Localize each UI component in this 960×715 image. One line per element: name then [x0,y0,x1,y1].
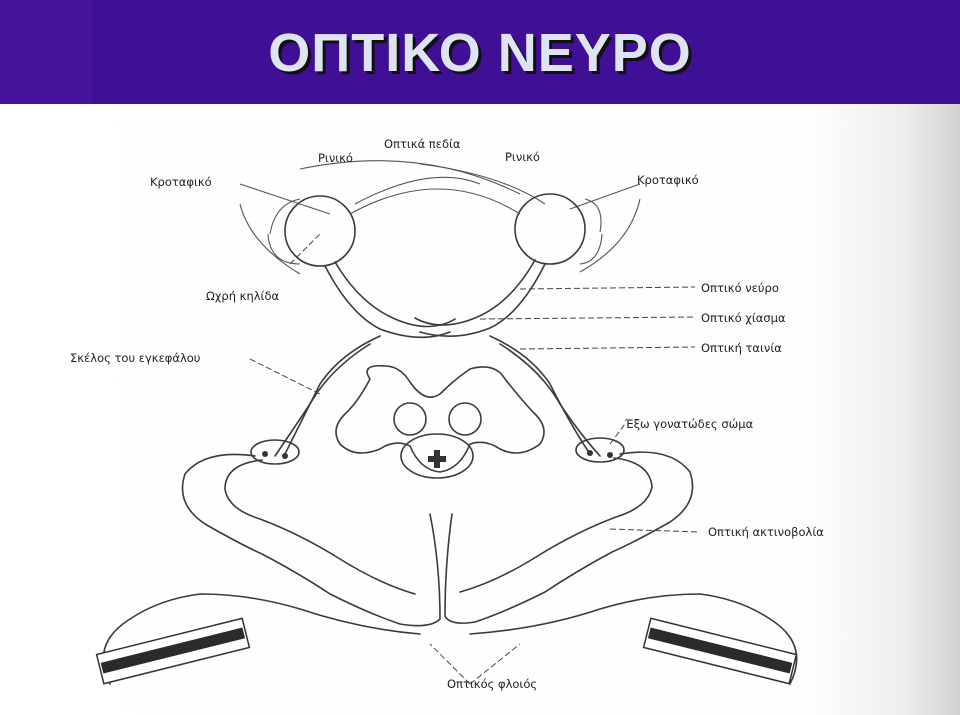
macula-label: Ωχρή κηλίδα [206,289,279,303]
leader-lines [249,233,701,685]
temporal-left-label: Κροταφικό [150,175,212,189]
optic-pathways [274,259,601,457]
lateral-geniculate-left [250,439,300,465]
occipital-lobes [95,593,798,685]
lateral-geniculate-label: Έξω γονατώδες σώμα [624,417,754,431]
optic-nerve-label: Οπτικό νεύρο [701,281,779,295]
optic-radiation [181,451,694,627]
page-title: ΟΠΤΙΚΟ ΝΕΥΡΟ [268,23,692,83]
visual-fields-label: Οπτικά πεδία [384,137,461,151]
visual-cortex-label: Οπτικός φλοιός [447,677,537,691]
left-eye [267,195,356,267]
optic-chiasm-label: Οπτικό χίασμα [701,311,786,325]
optic-radiation-label: Οπτική ακτινοβολία [708,525,824,539]
midbrain [335,364,545,479]
visual-field-lines [239,160,641,215]
title-bar: ΟΠΤΙΚΟ ΝΕΥΡΟ [0,0,960,104]
diagram-background [0,104,960,715]
optic-tract-label: Οπτική ταινία [701,341,782,355]
title-bar-accent [0,0,92,104]
right-eye [514,193,603,265]
temporal-right-label: Κροταφικό [637,173,699,187]
lateral-geniculate-right [575,437,625,463]
head-outline [239,188,641,275]
nasal-right-label: Ρινικό [505,150,540,164]
visual-pathway-diagram: Οπτικά πεδία Ρινικό Ρινικό Κροταφικό Κρο… [70,137,824,691]
cerebral-peduncle-label: Σκέλος του εγκεφάλου [70,351,200,365]
nasal-left-label: Ρινικό [318,151,353,165]
